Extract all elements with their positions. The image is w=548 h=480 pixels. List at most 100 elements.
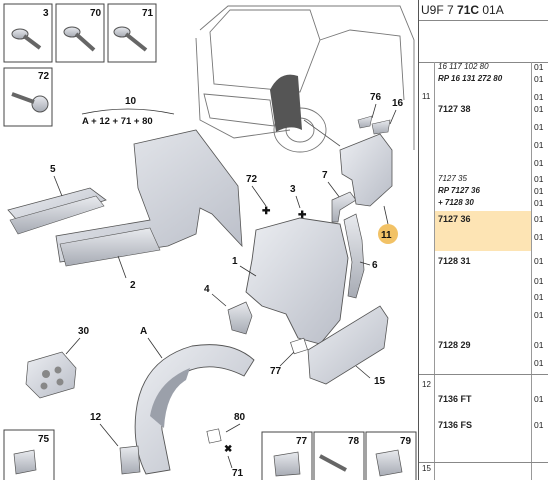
label-76: 76 <box>370 92 382 103</box>
part-reference: 7127 35 <box>438 174 467 183</box>
screw-icon <box>113 26 148 52</box>
diagram-svg: 3 70 71 72 10 A + 12 + 71 + 80 <box>3 3 417 480</box>
table-row[interactable]: 12 <box>419 380 548 392</box>
box-label-75: 75 <box>38 434 50 445</box>
label-3: 3 <box>290 184 296 195</box>
bolt-icon <box>63 26 96 52</box>
table-row[interactable]: 01 <box>419 140 548 152</box>
part-11-mud-flap <box>339 133 393 207</box>
table-row[interactable]: 7136 FS 01 <box>419 420 548 432</box>
fastener-box-70: 70 <box>55 3 105 63</box>
fastener-box-71: 71 <box>107 3 157 63</box>
box-label-71: 71 <box>142 8 154 19</box>
formula-bracket <box>81 108 175 115</box>
quantity: 01 <box>534 276 544 286</box>
quantity: 01 <box>534 158 544 168</box>
page-code: U9F 7 71C 01A <box>421 3 504 17</box>
part-5-sill-rail <box>7 187 107 235</box>
label-1: 1 <box>232 256 238 267</box>
exploded-parts-diagram: 3 70 71 72 10 A + 12 + 71 + 80 <box>3 3 417 480</box>
formula-number: 10 <box>125 96 137 107</box>
quantity: 01 <box>534 256 544 266</box>
table-row[interactable]: 7128 31 01 <box>419 256 548 268</box>
screw-marker: ✚ <box>298 210 307 221</box>
quantity: 01 <box>534 74 544 84</box>
clip-77 <box>290 337 308 355</box>
table-row[interactable]: 01 <box>419 276 548 288</box>
part-7-bracket <box>331 191 357 223</box>
box-label-79: 79 <box>400 436 412 447</box>
quantity: 01 <box>534 92 544 102</box>
table-row[interactable]: 16 117 102 80 01 <box>419 62 548 74</box>
clip-76 <box>357 115 373 129</box>
leader <box>303 119 341 147</box>
table-row[interactable]: 15 <box>419 464 548 476</box>
column-divider <box>531 62 532 480</box>
part-reference: 7136 FS <box>438 420 473 430</box>
fastener-box-79: 79 <box>365 431 417 480</box>
part-reference: 7128 29 <box>438 340 471 350</box>
table-row[interactable]: 01 <box>419 292 548 304</box>
box-label-72: 72 <box>38 71 50 82</box>
fastener-box-75: 75 <box>3 429 55 480</box>
fastener-box-78: 78 <box>313 431 365 480</box>
quantity: 01 <box>534 62 544 72</box>
table-row[interactable]: + 7128 30 01 <box>419 198 548 210</box>
label-6: 6 <box>372 260 378 271</box>
part-reference: 7128 31 <box>438 256 471 266</box>
label-11: 11 <box>381 230 392 241</box>
screw-marker-x: ✖ <box>224 444 232 455</box>
table-row[interactable]: RP 16 131 272 80 01 <box>419 74 548 86</box>
part-reference: 16 117 102 80 <box>438 62 489 71</box>
page-code-suffix: 01A <box>479 3 504 17</box>
screw-marker: ✚ <box>262 206 271 217</box>
fastener-box-72: 72 <box>3 67 53 127</box>
quantity: 01 <box>534 198 544 208</box>
label-A: A <box>140 326 147 337</box>
label-5: 5 <box>50 164 56 175</box>
table-row[interactable]: 01 <box>419 122 548 134</box>
quantity: 01 <box>534 232 544 242</box>
page-code-bold: 71C <box>457 3 480 17</box>
box-label-70: 70 <box>90 8 102 19</box>
part-reference: RP 16 131 272 80 <box>438 74 503 83</box>
quantity: 01 <box>534 292 544 302</box>
group-number: 15 <box>422 464 431 473</box>
column-divider <box>434 62 435 480</box>
box-label-78: 78 <box>348 436 360 447</box>
divider <box>419 20 548 21</box>
table-row[interactable]: 01 <box>419 358 548 370</box>
divider <box>419 374 548 375</box>
table-row[interactable]: 01 <box>419 158 548 170</box>
fastener-box-77: 77 <box>261 431 313 480</box>
clip-80 <box>206 428 222 444</box>
quantity: 01 <box>534 310 544 320</box>
part-reference: 7136 FT <box>438 394 472 404</box>
van-arch-highlight <box>270 74 302 132</box>
part-reference: + 7128 30 <box>438 198 474 207</box>
table-row[interactable]: 01 <box>419 232 548 244</box>
quantity: 01 <box>534 420 544 430</box>
label-16: 16 <box>392 98 404 109</box>
label-4: 4 <box>204 284 210 295</box>
formula-text: A + 12 + 71 + 80 <box>82 116 153 127</box>
label-15: 15 <box>374 376 386 387</box>
part-reference: RP 7127 36 <box>438 186 480 195</box>
clip-screw-icon <box>11 92 49 113</box>
label-80: 80 <box>234 412 246 423</box>
table-row[interactable]: 01 <box>419 310 548 322</box>
selected-row-highlight <box>435 211 531 251</box>
clip-16 <box>371 119 391 135</box>
part-15-extension <box>307 305 389 385</box>
quantity: 01 <box>534 104 544 114</box>
screw-icon <box>11 28 42 50</box>
box-label-3: 3 <box>43 8 49 19</box>
